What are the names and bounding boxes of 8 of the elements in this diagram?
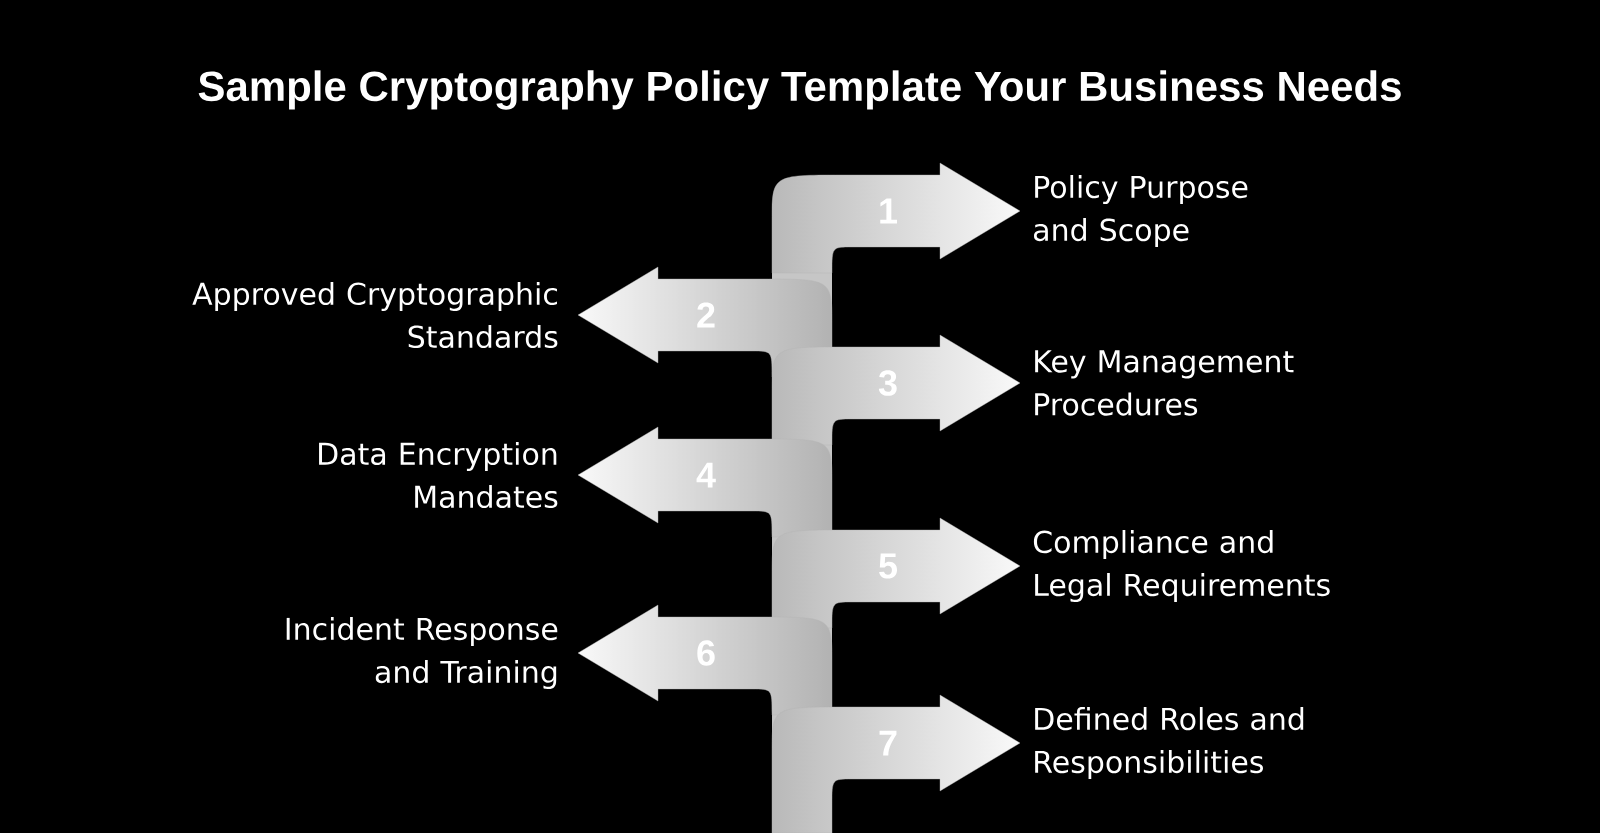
title: Sample Cryptography Policy Template Your Business Needs [198,70,1401,110]
step-label: Incident Response and Training [286,617,558,690]
step-label: Compliance and Legal Requirements [1033,530,1330,603]
step-label: Approved Cryptographic Standards [192,281,558,349]
step-label: Policy Purpose and Scope [1034,175,1248,247]
step-label: Data Encryption Mandates [319,441,558,509]
step-label: Key Management Procedures [1035,350,1294,416]
step-label: Defined Roles and Responsibilities [1035,707,1304,780]
